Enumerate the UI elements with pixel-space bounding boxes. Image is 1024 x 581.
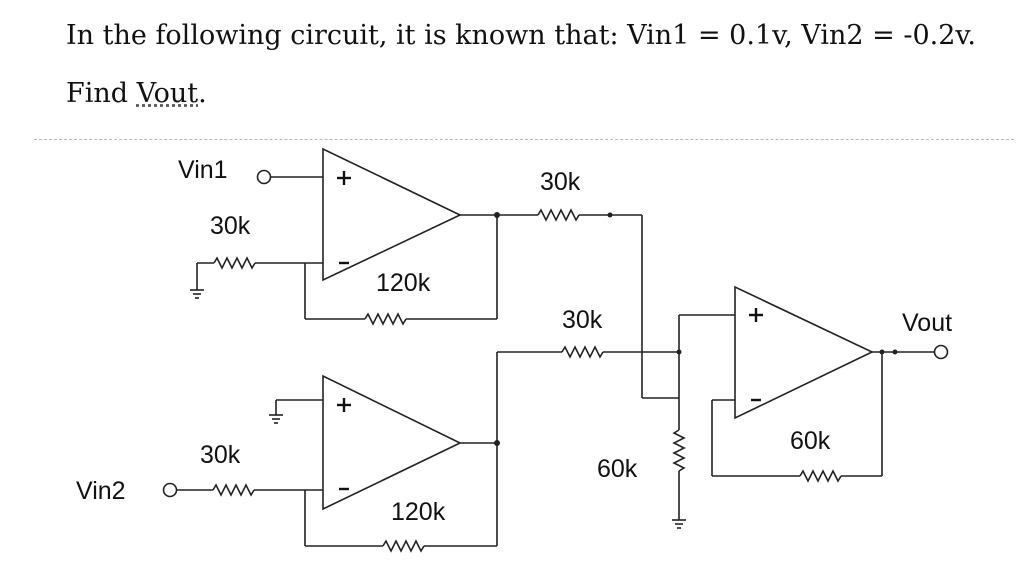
resistor-r-sum2	[561, 345, 604, 359]
vout-terminal	[933, 344, 949, 360]
question-vout: Vout	[136, 78, 199, 109]
resistor-r-in1-ground	[213, 256, 256, 270]
r-fb2-label: 120k	[391, 498, 446, 526]
node-out3	[879, 349, 885, 355]
r-ground3-label: 60k	[597, 455, 638, 483]
resistor-r-sum1	[537, 208, 580, 222]
ground-symbol-3	[672, 519, 686, 529]
vin2-label: Vin2	[76, 477, 126, 505]
resistor-r-ground3	[672, 429, 686, 472]
node-plus3	[676, 349, 682, 355]
opamp-3-triangle	[734, 285, 874, 420]
r-sum1-label: 30k	[540, 168, 581, 196]
resistor-r-fb1	[364, 312, 407, 326]
opamp-2-triangle	[322, 374, 462, 511]
vout-label: Vout	[902, 309, 952, 337]
r-in1-ground-label: 30k	[210, 212, 251, 240]
r-sum2-label: 30k	[562, 306, 603, 334]
opamp-1	[322, 147, 462, 282]
question-line: Find Vout.	[66, 78, 207, 109]
vin1-terminal	[256, 169, 272, 185]
section-divider	[34, 139, 1014, 140]
resistor-r-fb2	[382, 539, 425, 553]
opamp-3	[734, 285, 874, 420]
node-vout	[892, 349, 898, 355]
opamp-1-triangle	[322, 147, 462, 282]
vin2-terminal	[162, 482, 178, 498]
question-suffix: .	[198, 78, 207, 109]
vin1-label: Vin1	[178, 156, 228, 184]
r-fb3-label: 60k	[790, 427, 831, 455]
resistor-r-fb3	[799, 469, 842, 483]
node-out1	[494, 212, 500, 218]
resistor-r-in2	[212, 483, 255, 497]
node-sum1	[607, 212, 613, 218]
problem-statement: In the following circuit, it is known th…	[66, 20, 977, 51]
r-fb1-label: 120k	[376, 269, 431, 297]
ground-symbol-2	[269, 414, 283, 424]
question-prefix: Find	[66, 78, 137, 109]
opamp-2	[322, 374, 462, 511]
ground-symbol-1	[190, 289, 204, 299]
r-in2-label: 30k	[200, 441, 241, 469]
